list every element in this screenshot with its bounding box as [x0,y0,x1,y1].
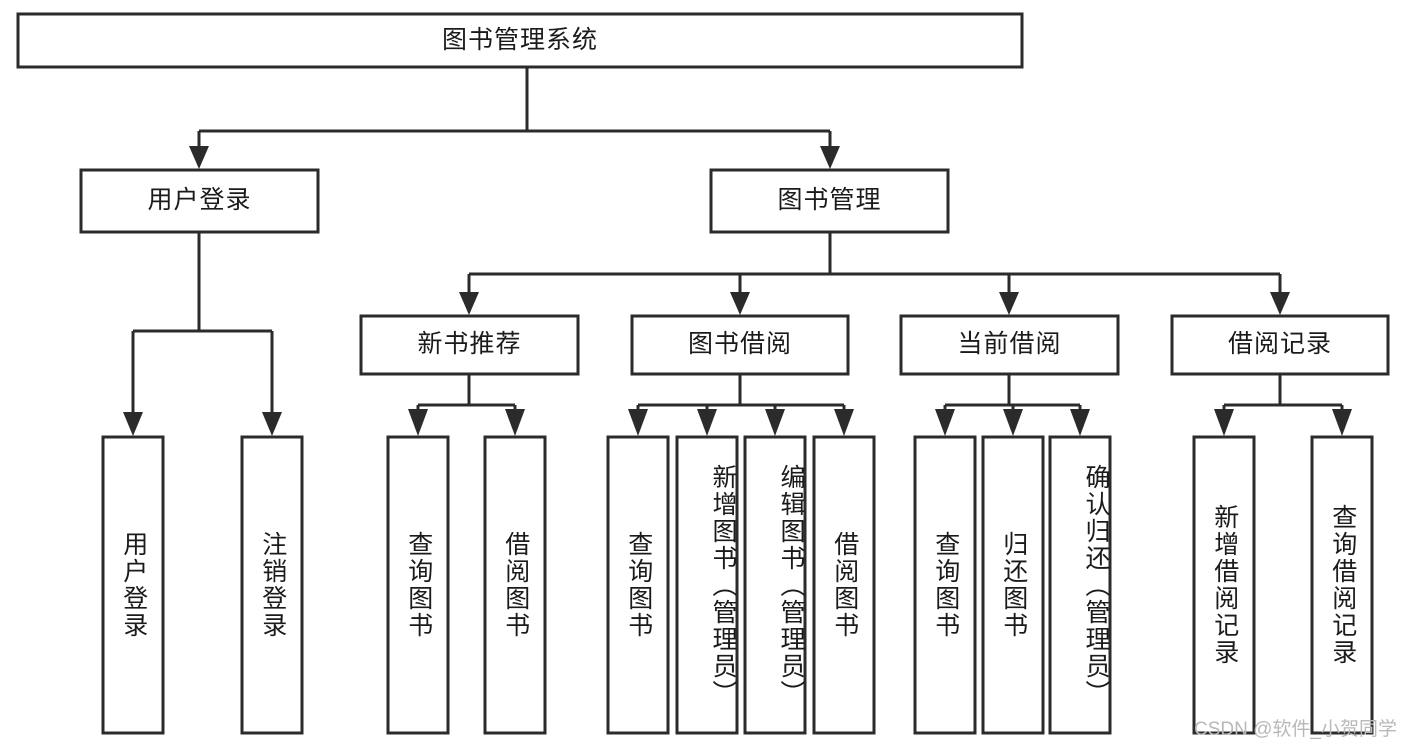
arrowhead-current-borrow [999,292,1019,315]
arrowhead-leaf-borrow-record-1 [1332,409,1352,436]
arrowhead-leaf-new-book-1 [505,409,525,436]
node-box-book-management[interactable] [709,168,950,234]
leaf-box-current-borrow-0[interactable] [913,435,977,735]
csdn-watermark: CSDN @软件_小贺同学 [1194,719,1397,740]
arrowhead-leaf-borrow-record-0 [1214,409,1234,436]
leaf-box-current-borrow-2[interactable] [1048,435,1112,735]
leaf-box-new-book-0[interactable] [386,435,450,735]
leaf-box-book-borrow-1[interactable] [675,435,739,735]
arrowhead-leaf-book-borrow-3 [834,409,854,436]
arrowhead-borrow-record [1270,292,1290,315]
arrowhead-leaf-new-book-0 [408,409,428,436]
node-box-root[interactable] [16,12,1024,69]
node-box-user-login[interactable] [79,168,320,234]
leaf-box-book-borrow-3[interactable] [812,435,876,735]
node-box-new-book-recommend[interactable] [359,314,580,376]
arrowhead-leaf-current-borrow-0 [935,409,955,436]
arrowhead-leaf-current-borrow-2 [1070,409,1090,436]
arrowhead-leaf-book-borrow-1 [697,409,717,436]
arrowhead-leaf-book-borrow-0 [628,409,648,436]
arrowhead-book-management [820,146,840,169]
arrowhead-leaf-user-login-1 [262,412,282,436]
node-box-borrow-record[interactable] [1170,314,1390,376]
leaf-box-borrow-record-1[interactable] [1310,435,1374,735]
arrowhead-user-login [189,146,209,169]
leaf-box-user-login-1[interactable] [240,435,304,735]
arrowhead-leaf-user-login-0 [123,412,143,436]
leaf-box-new-book-1[interactable] [483,435,547,735]
leaf-box-book-borrow-2[interactable] [743,435,807,735]
arrowhead-leaf-book-borrow-2 [765,409,785,436]
leaf-box-borrow-record-0[interactable] [1192,435,1256,735]
arrowhead-new-book-recommend [459,292,479,315]
leaf-box-book-borrow-0[interactable] [606,435,670,735]
node-box-current-borrow[interactable] [899,314,1120,376]
node-box-book-borrow[interactable] [630,314,850,376]
arrowhead-book-borrow [730,292,750,315]
leaf-box-user-login-0[interactable] [101,435,165,735]
leaf-box-current-borrow-1[interactable] [981,435,1045,735]
arrowhead-leaf-current-borrow-1 [1003,409,1023,436]
